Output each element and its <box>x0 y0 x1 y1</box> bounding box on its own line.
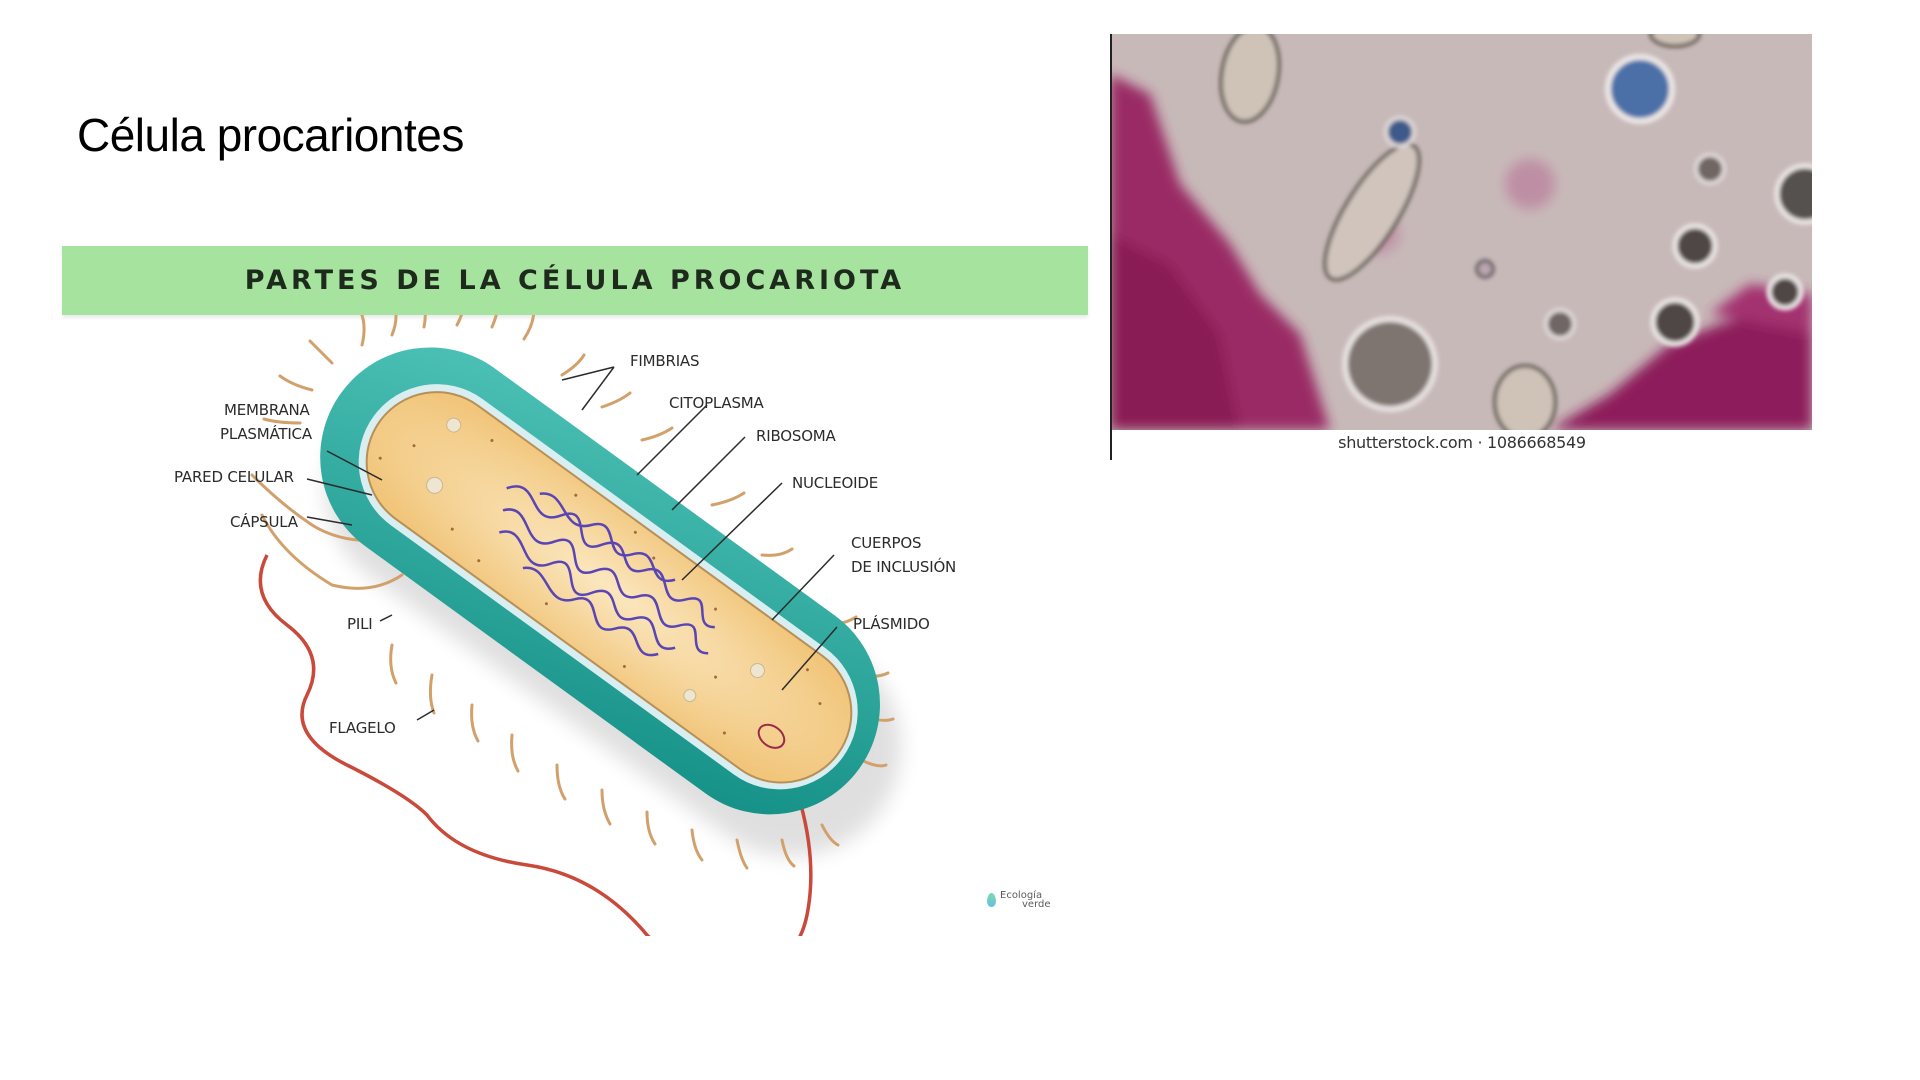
cell-body <box>320 347 880 815</box>
micrograph-image <box>1110 34 1812 430</box>
label-nucleoide: NUCLEOIDE <box>792 474 878 492</box>
cell-illustration: FIMBRIAS CITOPLASMA RIBOSOMA NUCLEOIDE C… <box>62 290 1088 977</box>
label-capsula: CÁPSULA <box>230 513 298 531</box>
label-ribosoma: RIBOSOMA <box>756 427 836 445</box>
banner-title: PARTES DE LA CÉLULA PROCARIOTA <box>244 265 906 296</box>
slide-title: Célula procariontes <box>77 109 464 161</box>
logo-line2: verde <box>1022 899 1051 910</box>
flagellum <box>258 554 813 977</box>
label-plasmido: PLÁSMIDO <box>853 615 930 633</box>
label-fimbrias: FIMBRIAS <box>630 352 700 370</box>
label-cuerpos-line2: DE INCLUSIÓN <box>851 558 957 576</box>
label-pili: PILI <box>347 615 373 633</box>
pili <box>250 290 895 870</box>
leader-lines <box>306 366 838 721</box>
bacterium-illustration <box>250 290 902 977</box>
logo-text: Ecología verde <box>1000 890 1051 910</box>
ecologia-verde-logo: Ecología verde <box>987 890 1051 910</box>
label-citoplasma: CITOPLASMA <box>669 394 764 412</box>
bacteria-micrograph <box>1110 34 1812 430</box>
label-pared-celular: PARED CELULAR <box>174 468 294 486</box>
leaf-drop-icon <box>987 893 996 907</box>
diagram-banner: PARTES DE LA CÉLULA PROCARIOTA <box>62 246 1088 315</box>
prokaryotic-cell-diagram: PARTES DE LA CÉLULA PROCARIOTA <box>62 246 1088 977</box>
label-membrana-line1: MEMBRANA <box>224 401 310 419</box>
bacteria-cells <box>1219 34 1812 430</box>
label-flagelo: FLAGELO <box>329 719 396 737</box>
micrograph-border-line <box>1110 34 1112 460</box>
label-cuerpos-line1: CUERPOS <box>851 534 922 552</box>
stain-regions <box>1110 74 1812 430</box>
logo-line1: Ecología <box>1000 890 1043 901</box>
micrograph-caption: shutterstock.com · 1086668549 <box>1338 433 1586 452</box>
label-membrana-line2: PLASMÁTICA <box>220 425 312 443</box>
